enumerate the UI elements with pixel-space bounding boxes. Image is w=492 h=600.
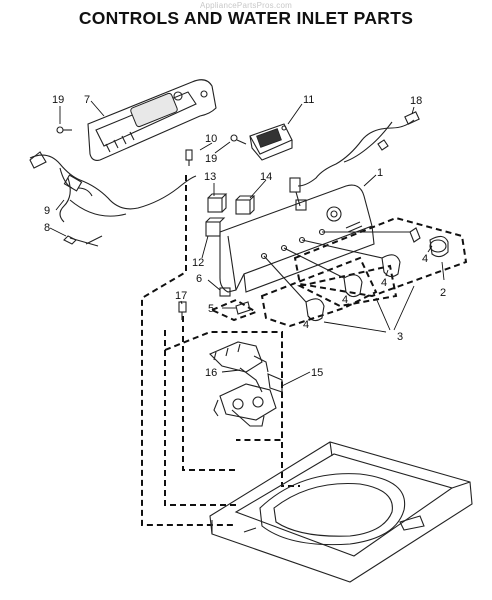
clip-part-8 bbox=[63, 235, 103, 247]
leader-11 bbox=[287, 103, 303, 125]
callout-18: 18 bbox=[410, 95, 422, 107]
leader-3 bbox=[323, 285, 415, 333]
callout-4-left: 4 bbox=[303, 319, 309, 331]
leader-7 bbox=[90, 100, 105, 117]
callout-4-center: 4 bbox=[342, 294, 348, 306]
dashed-valve-drop bbox=[281, 332, 300, 487]
switch-parts-12-13-14 bbox=[205, 193, 256, 237]
water-inlet-valve-part-15 bbox=[209, 341, 283, 427]
callout-19: 19 bbox=[52, 94, 64, 106]
callout-15: 15 bbox=[311, 367, 323, 379]
knob-parts-4 bbox=[263, 227, 449, 322]
leader-4c bbox=[345, 291, 351, 297]
callout-9: 9 bbox=[44, 205, 50, 217]
control-board-part-11 bbox=[249, 123, 293, 161]
dashed-assembly-outlines bbox=[141, 175, 468, 526]
dashed-bracket-group bbox=[209, 298, 259, 322]
leader-18 bbox=[411, 106, 415, 115]
dashed-route-left-outer bbox=[141, 175, 235, 526]
leader-4b bbox=[385, 269, 389, 277]
leader-15 bbox=[281, 371, 311, 387]
callout-10: 10 bbox=[205, 133, 217, 145]
callout-5: 5 bbox=[208, 303, 214, 315]
callout-1: 1 bbox=[377, 167, 383, 179]
dashed-knob-group-right bbox=[293, 216, 468, 298]
callout-8: 8 bbox=[44, 222, 50, 234]
knob-right-large bbox=[429, 235, 449, 258]
leader-4d bbox=[307, 315, 313, 321]
dashed-knob-group-mid bbox=[297, 264, 398, 308]
knob-center-right bbox=[381, 254, 401, 278]
diagram-title: CONTROLS AND WATER INLET PARTS bbox=[78, 8, 414, 28]
leader-1 bbox=[363, 174, 377, 187]
callout-7: 7 bbox=[84, 94, 90, 106]
leader-9 bbox=[55, 199, 65, 211]
leader-19b bbox=[214, 141, 231, 154]
screw-parts-10-19 bbox=[56, 126, 247, 166]
leader-4a bbox=[427, 245, 433, 253]
callout-2: 2 bbox=[440, 287, 446, 299]
callout-11: 11 bbox=[303, 94, 314, 106]
leader-14 bbox=[249, 179, 267, 199]
callout-4-right: 4 bbox=[422, 253, 428, 265]
callout-14: 14 bbox=[260, 171, 272, 183]
callout-labels: 19 7 11 18 10 19 9 1 13 14 8 12 4 6 4 2 … bbox=[44, 94, 446, 379]
leader-lines bbox=[49, 100, 445, 387]
leader-16 bbox=[221, 369, 241, 373]
leader-2 bbox=[441, 261, 445, 281]
leader-10 bbox=[199, 142, 213, 151]
front-console-part-1 bbox=[219, 184, 375, 293]
callout-12: 12 bbox=[192, 257, 204, 269]
console-rear-panel-part-7 bbox=[87, 79, 217, 161]
washer-top-cover bbox=[209, 441, 473, 583]
callout-13: 13 bbox=[204, 171, 216, 183]
callout-3: 3 bbox=[397, 331, 403, 343]
wire-harness-part-18 bbox=[289, 111, 420, 211]
dashed-knob-group-left bbox=[260, 256, 378, 328]
dashed-route-inlet bbox=[182, 316, 236, 471]
leader-8 bbox=[49, 227, 67, 237]
callout-17: 17 bbox=[175, 290, 187, 302]
callout-4-center-right: 4 bbox=[381, 277, 387, 289]
leader-6 bbox=[207, 279, 221, 291]
callout-6: 6 bbox=[196, 273, 202, 285]
callout-19-second: 19 bbox=[205, 153, 217, 165]
knob-right-small bbox=[409, 227, 421, 243]
leader-17 bbox=[180, 300, 183, 305]
screw-part-17 bbox=[178, 301, 187, 320]
bracket-parts-5-6 bbox=[219, 287, 251, 315]
wire-harness-part-9 bbox=[29, 151, 197, 223]
dashed-route-inner bbox=[164, 330, 240, 506]
leader-12 bbox=[201, 235, 209, 259]
watermark: AppliancePartsPros.com bbox=[200, 1, 292, 10]
callout-16: 16 bbox=[205, 367, 217, 379]
